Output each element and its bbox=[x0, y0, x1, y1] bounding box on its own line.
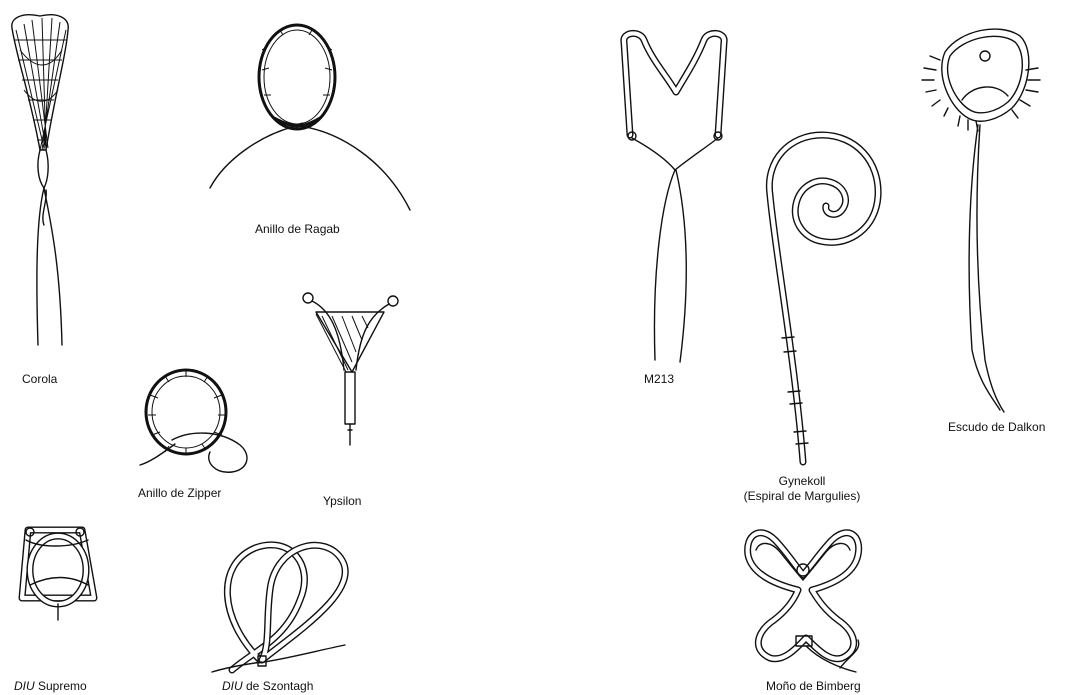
supremo-drawing bbox=[22, 528, 94, 620]
label-szontagh-prefix: DIU bbox=[222, 679, 243, 693]
label-supremo-prefix: DIU bbox=[14, 679, 35, 693]
label-szontagh: DIU de Szontagh bbox=[222, 679, 313, 693]
label-zipper: Anillo de Zipper bbox=[138, 486, 221, 500]
ypsilon-drawing bbox=[303, 293, 398, 445]
ragab-drawing bbox=[210, 25, 410, 210]
dalkon-drawing bbox=[922, 29, 1040, 412]
corola-drawing bbox=[12, 15, 68, 345]
m213-drawing bbox=[624, 33, 724, 362]
label-corola: Corola bbox=[22, 372, 57, 386]
label-gynekoll-line2: (Espiral de Margulies) bbox=[722, 489, 882, 504]
szontagh-drawing bbox=[212, 545, 345, 672]
gynekoll-drawing bbox=[769, 135, 878, 462]
bimberg-drawing bbox=[748, 533, 859, 672]
label-bimberg: Moño de Bimberg bbox=[766, 679, 861, 693]
label-gynekoll: Gynekoll (Espiral de Margulies) bbox=[722, 474, 882, 504]
label-m213: M213 bbox=[644, 372, 674, 386]
label-dalkon: Escudo de Dalkon bbox=[948, 420, 1045, 434]
zipper-drawing bbox=[140, 370, 247, 472]
label-ypsilon: Ypsilon bbox=[323, 494, 361, 508]
label-supremo: DIU Supremo bbox=[14, 679, 87, 693]
label-gynekoll-line1: Gynekoll bbox=[722, 474, 882, 489]
label-ragab: Anillo de Ragab bbox=[255, 222, 340, 236]
